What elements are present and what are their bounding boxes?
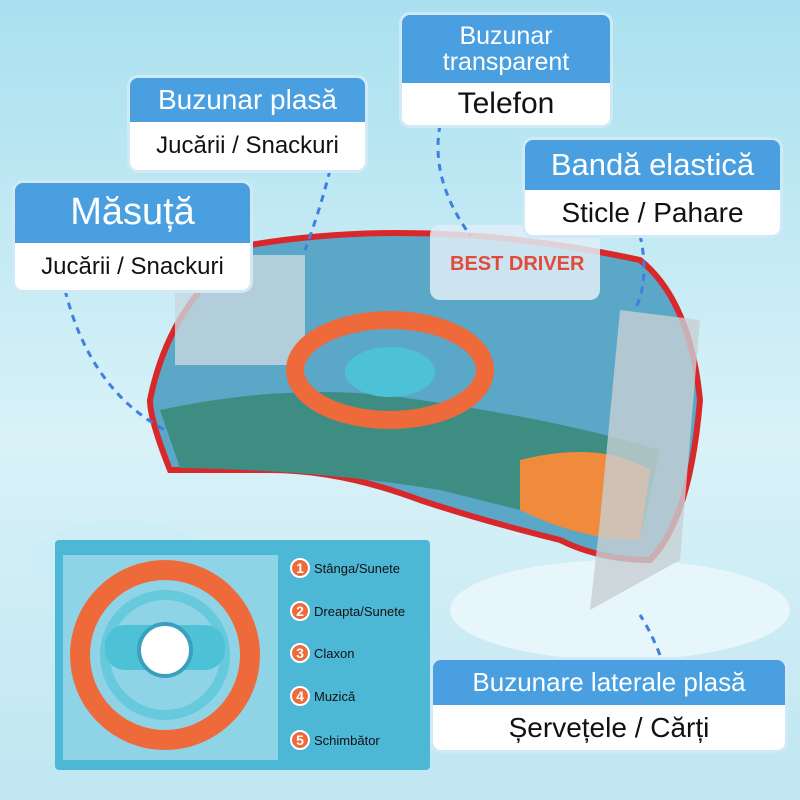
product-print-text: BEST DRIVER <box>450 253 585 275</box>
arrow-buzunar-transparent <box>436 124 472 236</box>
legend-label: Dreapta/Sunete <box>314 603 406 619</box>
callout-title: Buzunar plasă <box>130 78 365 122</box>
number-badge-icon: 4 <box>290 686 310 706</box>
arrow-banda-elastica <box>633 234 646 311</box>
arrow-masuta <box>63 289 166 432</box>
callout-title: Buzunare laterale plasă <box>433 660 785 705</box>
transparent-pocket <box>430 225 600 300</box>
callout-subtitle: Telefon <box>402 83 610 125</box>
number-badge-icon: 2 <box>290 601 310 621</box>
callout-subtitle: Jucării / Snackuri <box>15 243 250 290</box>
callout-masuta: Măsuță Jucării / Snackuri <box>15 183 250 290</box>
steering-wheel-closeup <box>63 555 278 760</box>
callout-buzunar-transparent: Buzunar transparent Telefon <box>402 15 610 125</box>
callout-title: Măsuță <box>15 183 250 243</box>
side-mesh-pocket <box>590 310 700 610</box>
number-badge-icon: 5 <box>290 730 310 750</box>
callout-buzunar-plasa: Buzunar plasă Jucării / Snackuri <box>130 78 365 170</box>
legend-label: Claxon <box>314 645 355 661</box>
arrow-buzunar-plasa <box>303 169 332 251</box>
steering-wheel-center <box>137 622 193 678</box>
number-badge-icon: 1 <box>290 558 310 578</box>
steering-wheel <box>286 311 494 429</box>
legend-label: Muzică <box>314 688 356 704</box>
steering-wheel-rim <box>70 560 260 750</box>
callout-subtitle: Șervețele / Cărți <box>433 705 785 750</box>
legend-label: Schimbător <box>314 732 380 748</box>
legend-label: Stânga/Sunete <box>314 560 401 576</box>
callout-banda-elastica: Bandă elastică Sticle / Pahare <box>525 140 780 235</box>
steering-wheel-inner <box>100 590 230 720</box>
number-badge-icon: 3 <box>290 643 310 663</box>
background-pedestal <box>450 560 790 660</box>
callout-subtitle: Jucării / Snackuri <box>130 122 365 170</box>
callout-title: Bandă elastică <box>525 140 780 190</box>
callout-buzunare-laterale: Buzunare laterale plasă Șervețele / Cărț… <box>433 660 785 750</box>
callout-subtitle: Sticle / Pahare <box>525 190 780 235</box>
callout-title: Buzunar transparent <box>402 15 610 83</box>
arrow-buzunare-laterale <box>638 614 662 656</box>
steering-wheel-hub <box>345 347 435 397</box>
